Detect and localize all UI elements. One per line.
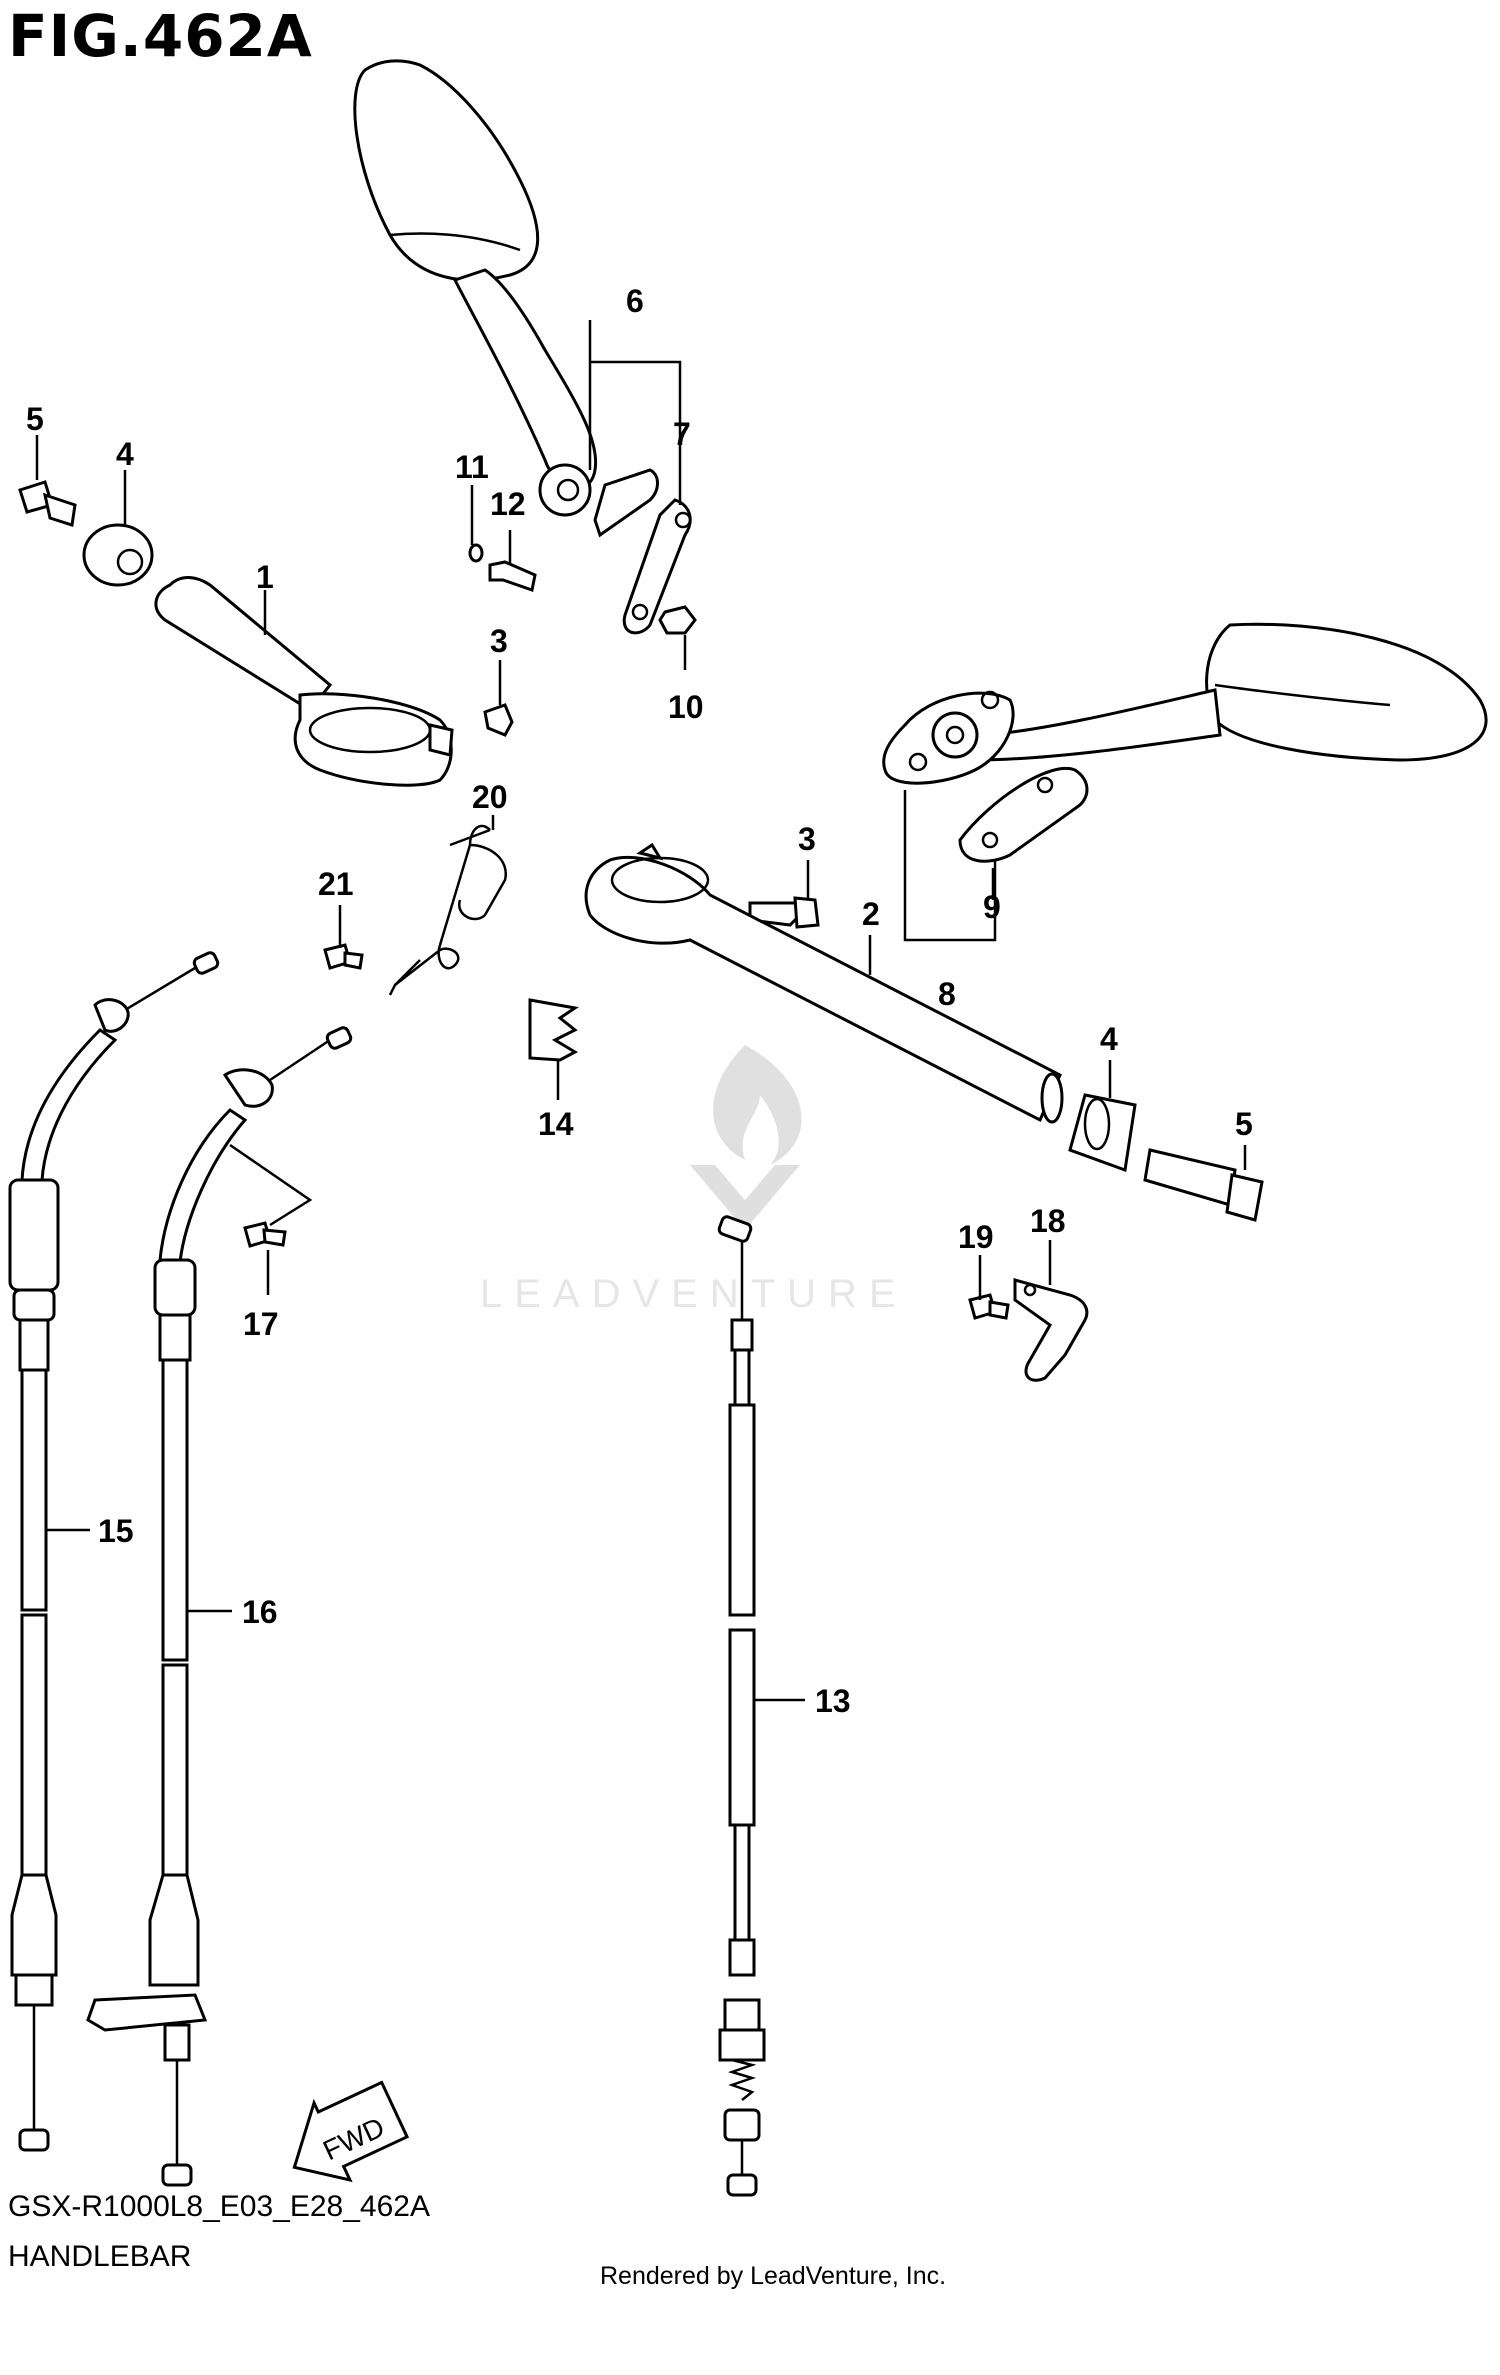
callout-6: 6 xyxy=(626,283,644,319)
callout-1: 1 xyxy=(256,559,274,595)
callout-21: 21 xyxy=(318,866,354,902)
callout-3-right: 3 xyxy=(798,821,816,857)
watermark-logo xyxy=(690,1045,802,1230)
callout-16: 16 xyxy=(242,1594,278,1630)
callout-14: 14 xyxy=(538,1106,574,1142)
callout-19: 19 xyxy=(958,1219,994,1255)
callout-3-left: 3 xyxy=(490,623,508,659)
cable-bracket-screw[interactable] xyxy=(229,1143,313,1248)
callout-20: 20 xyxy=(472,779,508,815)
callout-labels: 1 2 3 3 4 4 5 5 6 7 8 9 10 11 12 13 14 1… xyxy=(26,283,1253,1719)
mirror-nut[interactable] xyxy=(658,605,697,635)
washer[interactable] xyxy=(468,543,484,563)
callout-13: 13 xyxy=(815,1683,851,1719)
callout-4-right: 4 xyxy=(1100,1021,1118,1057)
fwd-direction-arrow: FWD xyxy=(292,2080,410,2183)
figure-title: FIG.462A xyxy=(8,2,313,70)
render-credit: Rendered by LeadVenture, Inc. xyxy=(600,2262,947,2290)
handlebar-bolt-right[interactable] xyxy=(748,896,820,929)
balancer-screw-left[interactable] xyxy=(18,480,77,527)
callout-17: 17 xyxy=(243,1306,279,1342)
mirror-bolt[interactable] xyxy=(488,560,537,592)
left-handlebar[interactable] xyxy=(154,576,454,787)
handlebar-bolt-left[interactable] xyxy=(483,703,514,737)
balancer-left[interactable] xyxy=(82,523,154,587)
section-name: HANDLEBAR xyxy=(8,2240,192,2273)
throttle-cable-pull[interactable] xyxy=(8,951,220,2152)
cable-clamp[interactable] xyxy=(528,998,579,1062)
right-handlebar[interactable] xyxy=(584,842,1064,1124)
callout-2: 2 xyxy=(862,896,880,932)
callout-5-right: 5 xyxy=(1235,1106,1253,1142)
callout-4-left: 4 xyxy=(116,436,134,472)
callout-15: 15 xyxy=(98,1513,134,1549)
callout-10: 10 xyxy=(668,689,704,725)
callout-12: 12 xyxy=(490,486,526,522)
callout-18: 18 xyxy=(1030,1203,1066,1239)
wire-clamp[interactable] xyxy=(388,824,508,996)
right-mirror-plate[interactable] xyxy=(958,767,1089,863)
callout-5-left: 5 xyxy=(26,401,44,437)
model-code: GSX-R1000L8_E03_E28_462A xyxy=(8,2190,430,2223)
cable-guide-bolt[interactable] xyxy=(968,1293,1010,1320)
clamp-screw[interactable] xyxy=(323,943,364,970)
cable-guide[interactable] xyxy=(1013,1278,1089,1382)
leader-lines xyxy=(35,320,1247,1702)
balancer-right[interactable] xyxy=(1068,1093,1137,1173)
balancer-screw-right[interactable] xyxy=(1143,1148,1264,1222)
right-mirror[interactable] xyxy=(882,622,1488,785)
callout-9: 9 xyxy=(983,889,1001,925)
callout-7: 7 xyxy=(673,416,691,452)
left-mirror[interactable] xyxy=(353,59,598,517)
throttle-cable-return[interactable] xyxy=(86,1026,353,2187)
clutch-cable[interactable] xyxy=(717,1215,766,2197)
left-mirror-plate[interactable] xyxy=(593,468,692,635)
callout-11: 11 xyxy=(455,449,489,485)
callout-8: 8 xyxy=(938,976,956,1012)
watermark-text: LEADVENTURE xyxy=(480,1272,908,1316)
